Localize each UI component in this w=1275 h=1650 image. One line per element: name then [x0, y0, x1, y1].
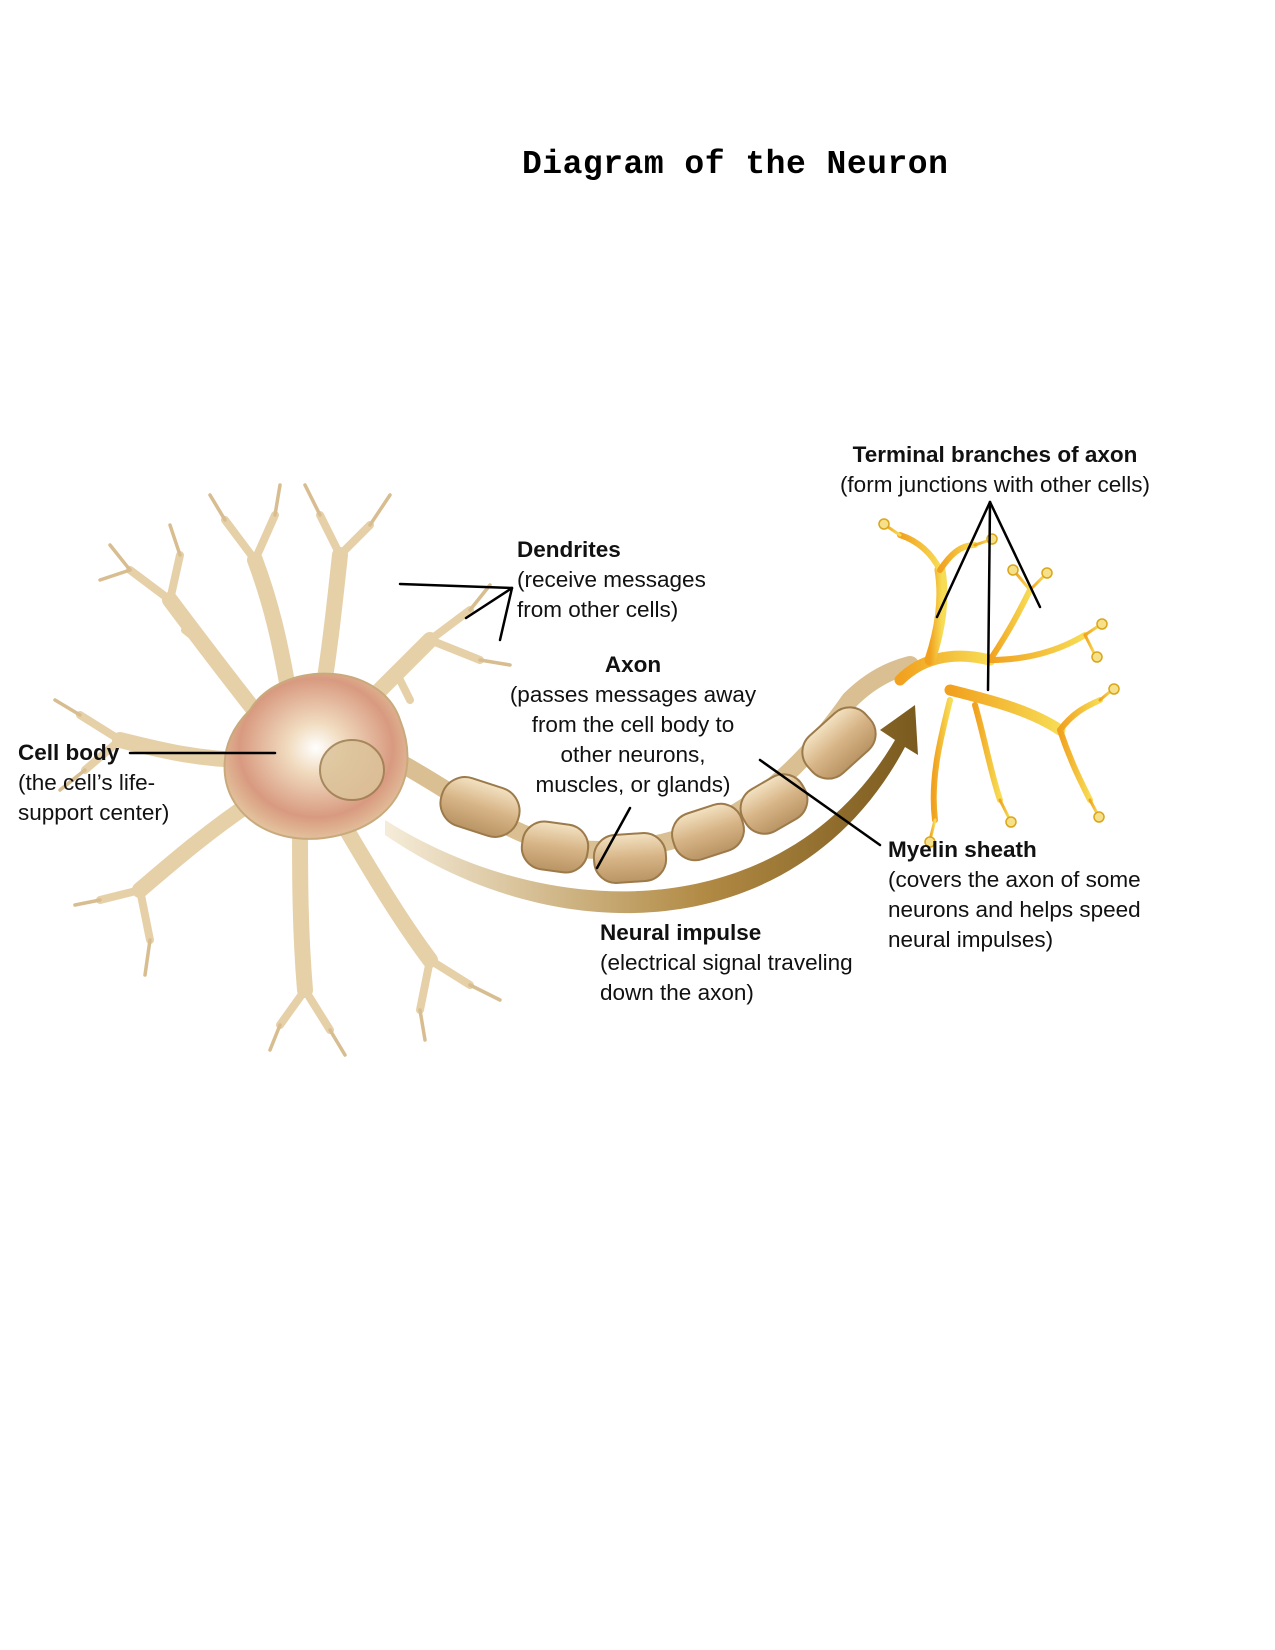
leader-lines	[128, 500, 1042, 870]
myelin-leader	[758, 758, 882, 847]
terminal-leader-2	[986, 500, 992, 692]
cell-body-label: Cell body (the cell’s life- support cent…	[18, 740, 170, 825]
dendrites-label: Dendrites (receive messages from other c…	[517, 537, 706, 622]
terminal-leader-3	[988, 500, 1042, 609]
terminal-branches	[883, 523, 1114, 842]
neural-impulse-label: Neural impulse (electrical signal travel…	[600, 920, 853, 1005]
dendrites-leader-3	[498, 586, 514, 642]
dendrites-leader-1	[398, 582, 514, 590]
dendrites-leader-2	[464, 586, 514, 620]
myelin-sheath-segments	[439, 706, 877, 884]
myelin-sheath-label: Myelin sheath (covers the axon of some n…	[888, 837, 1141, 952]
axon-leader	[595, 806, 632, 870]
neural-impulse-arrow	[385, 705, 918, 914]
cell-body	[223, 672, 409, 840]
terminal-leader-1	[935, 500, 992, 619]
page-title: Diagram of the Neuron	[522, 146, 949, 183]
axon-label: Axon (passes messages away from the cell…	[509, 652, 757, 797]
nucleus	[319, 739, 385, 801]
terminal-branches-label: Terminal branches of axon (form junction…	[839, 442, 1151, 497]
